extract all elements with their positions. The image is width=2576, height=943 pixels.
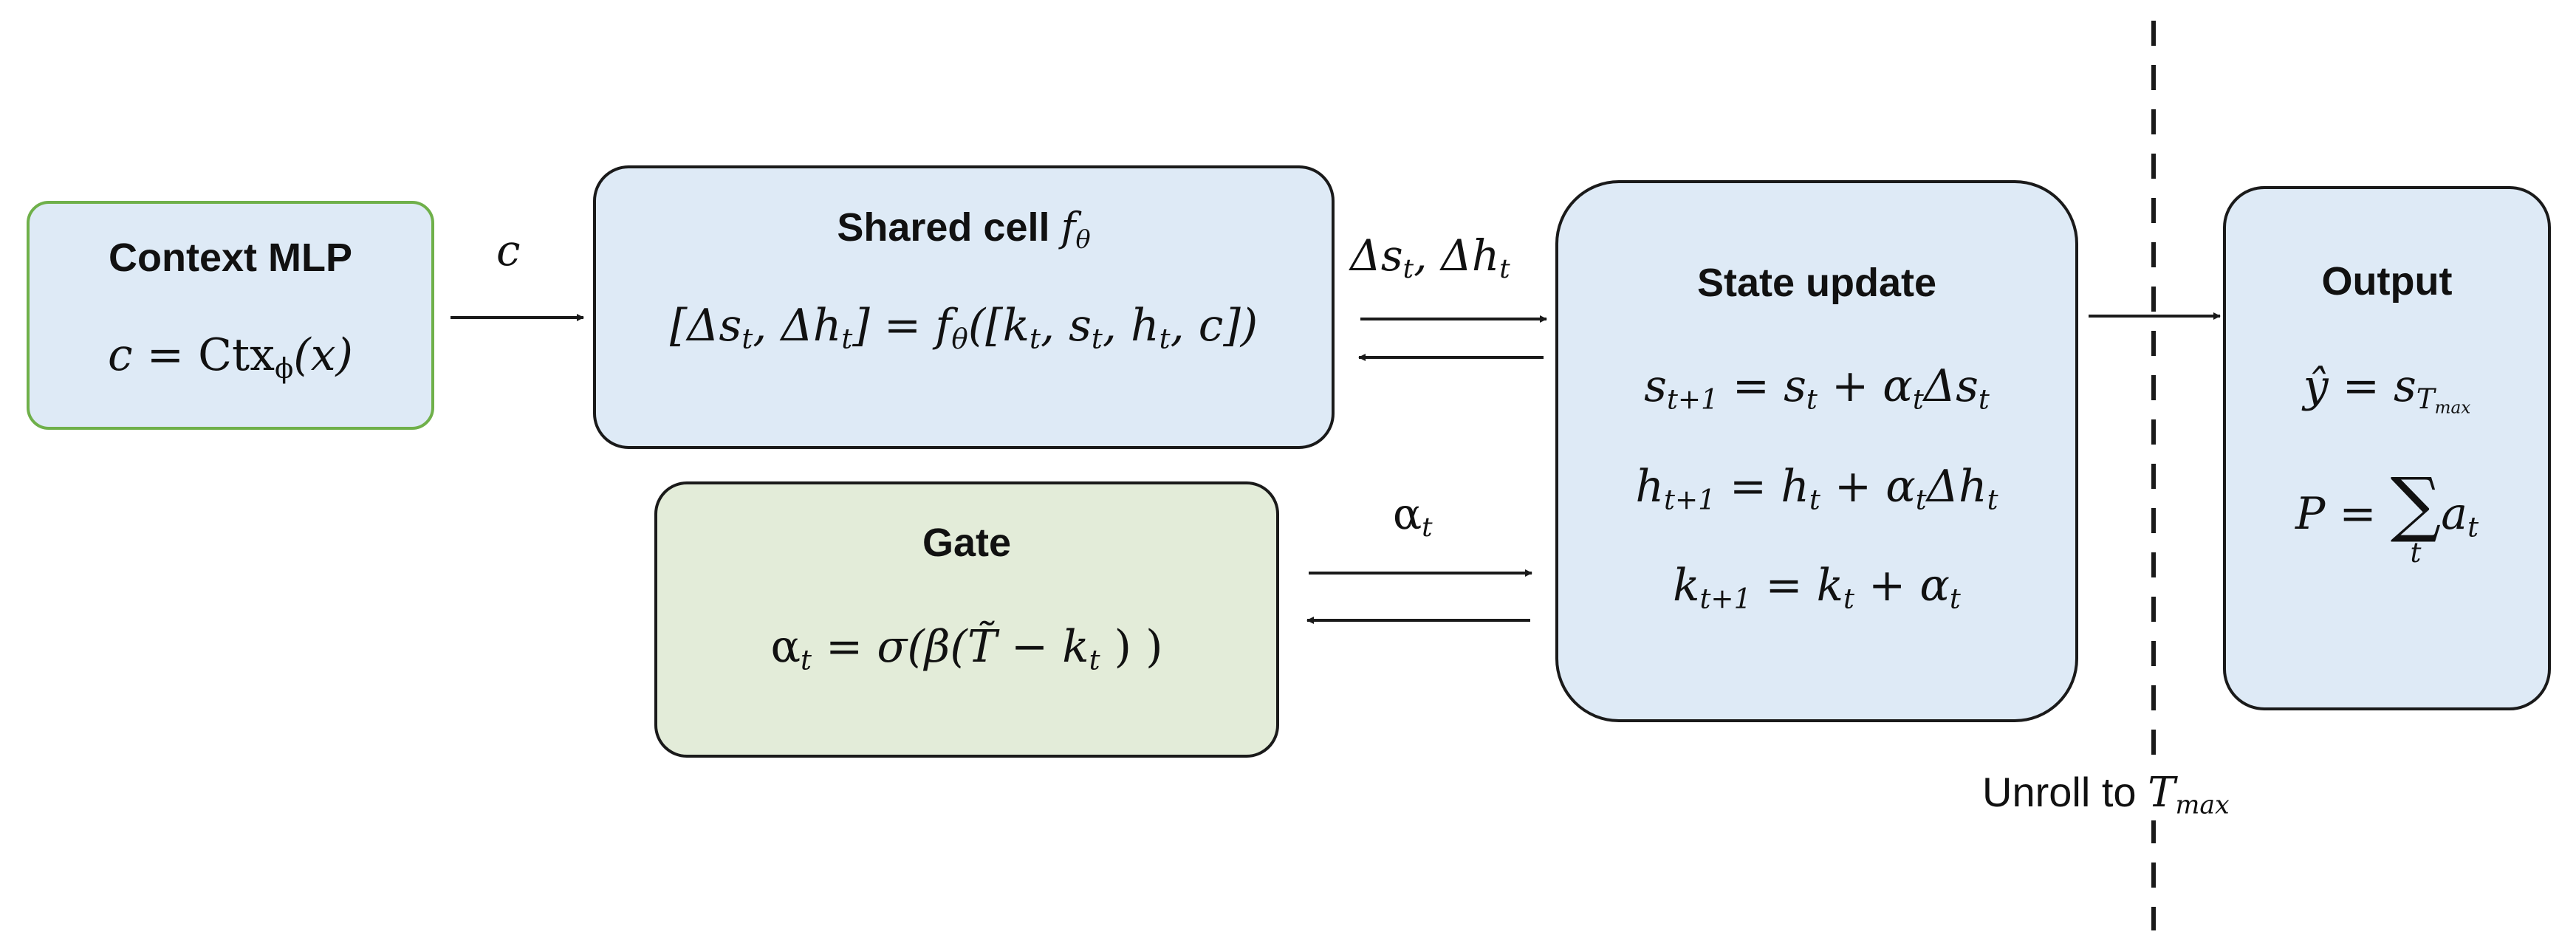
gate-title: Gate bbox=[922, 521, 1012, 565]
shared-cell-title: Shared cell fθ bbox=[837, 204, 1091, 254]
shared-cell-equation: [Δst, Δht] = fθ([kt, st, ht, c]) bbox=[669, 300, 1258, 355]
state-update-eq1: st+1 = st + αtΔst bbox=[1644, 360, 1990, 416]
state-update-box: State update st+1 = st + αtΔst ht+1 = ht… bbox=[1555, 180, 2078, 722]
context-mlp-box: Context MLP c = Ctxϕ(x) bbox=[27, 201, 434, 430]
output-eq1: ŷ = sTmax bbox=[2303, 360, 2471, 418]
edge-label-c: c bbox=[496, 225, 521, 275]
edge-label-alpha: αt bbox=[1393, 489, 1433, 543]
context-mlp-title: Context MLP bbox=[109, 236, 352, 280]
context-mlp-equation: c = Ctxϕ(x) bbox=[108, 329, 353, 385]
state-update-eq3: kt+1 = kt + αt bbox=[1673, 560, 1961, 615]
gate-box: Gate αt = σ(β(T̃ − kt ) ) bbox=[654, 481, 1279, 758]
edge-label-delta: Δst, Δht bbox=[1350, 230, 1510, 285]
state-update-title: State update bbox=[1696, 261, 1937, 305]
unroll-label: Unroll to Tmax bbox=[1976, 768, 2236, 820]
output-title: Output bbox=[2321, 259, 2453, 304]
state-update-eq2: ht+1 = ht + αtΔht bbox=[1635, 461, 1998, 516]
shared-cell-box: Shared cell fθ [Δst, Δht] = fθ([kt, st, … bbox=[593, 165, 1335, 449]
gate-equation: αt = σ(β(T̃ − kt ) ) bbox=[770, 621, 1163, 676]
